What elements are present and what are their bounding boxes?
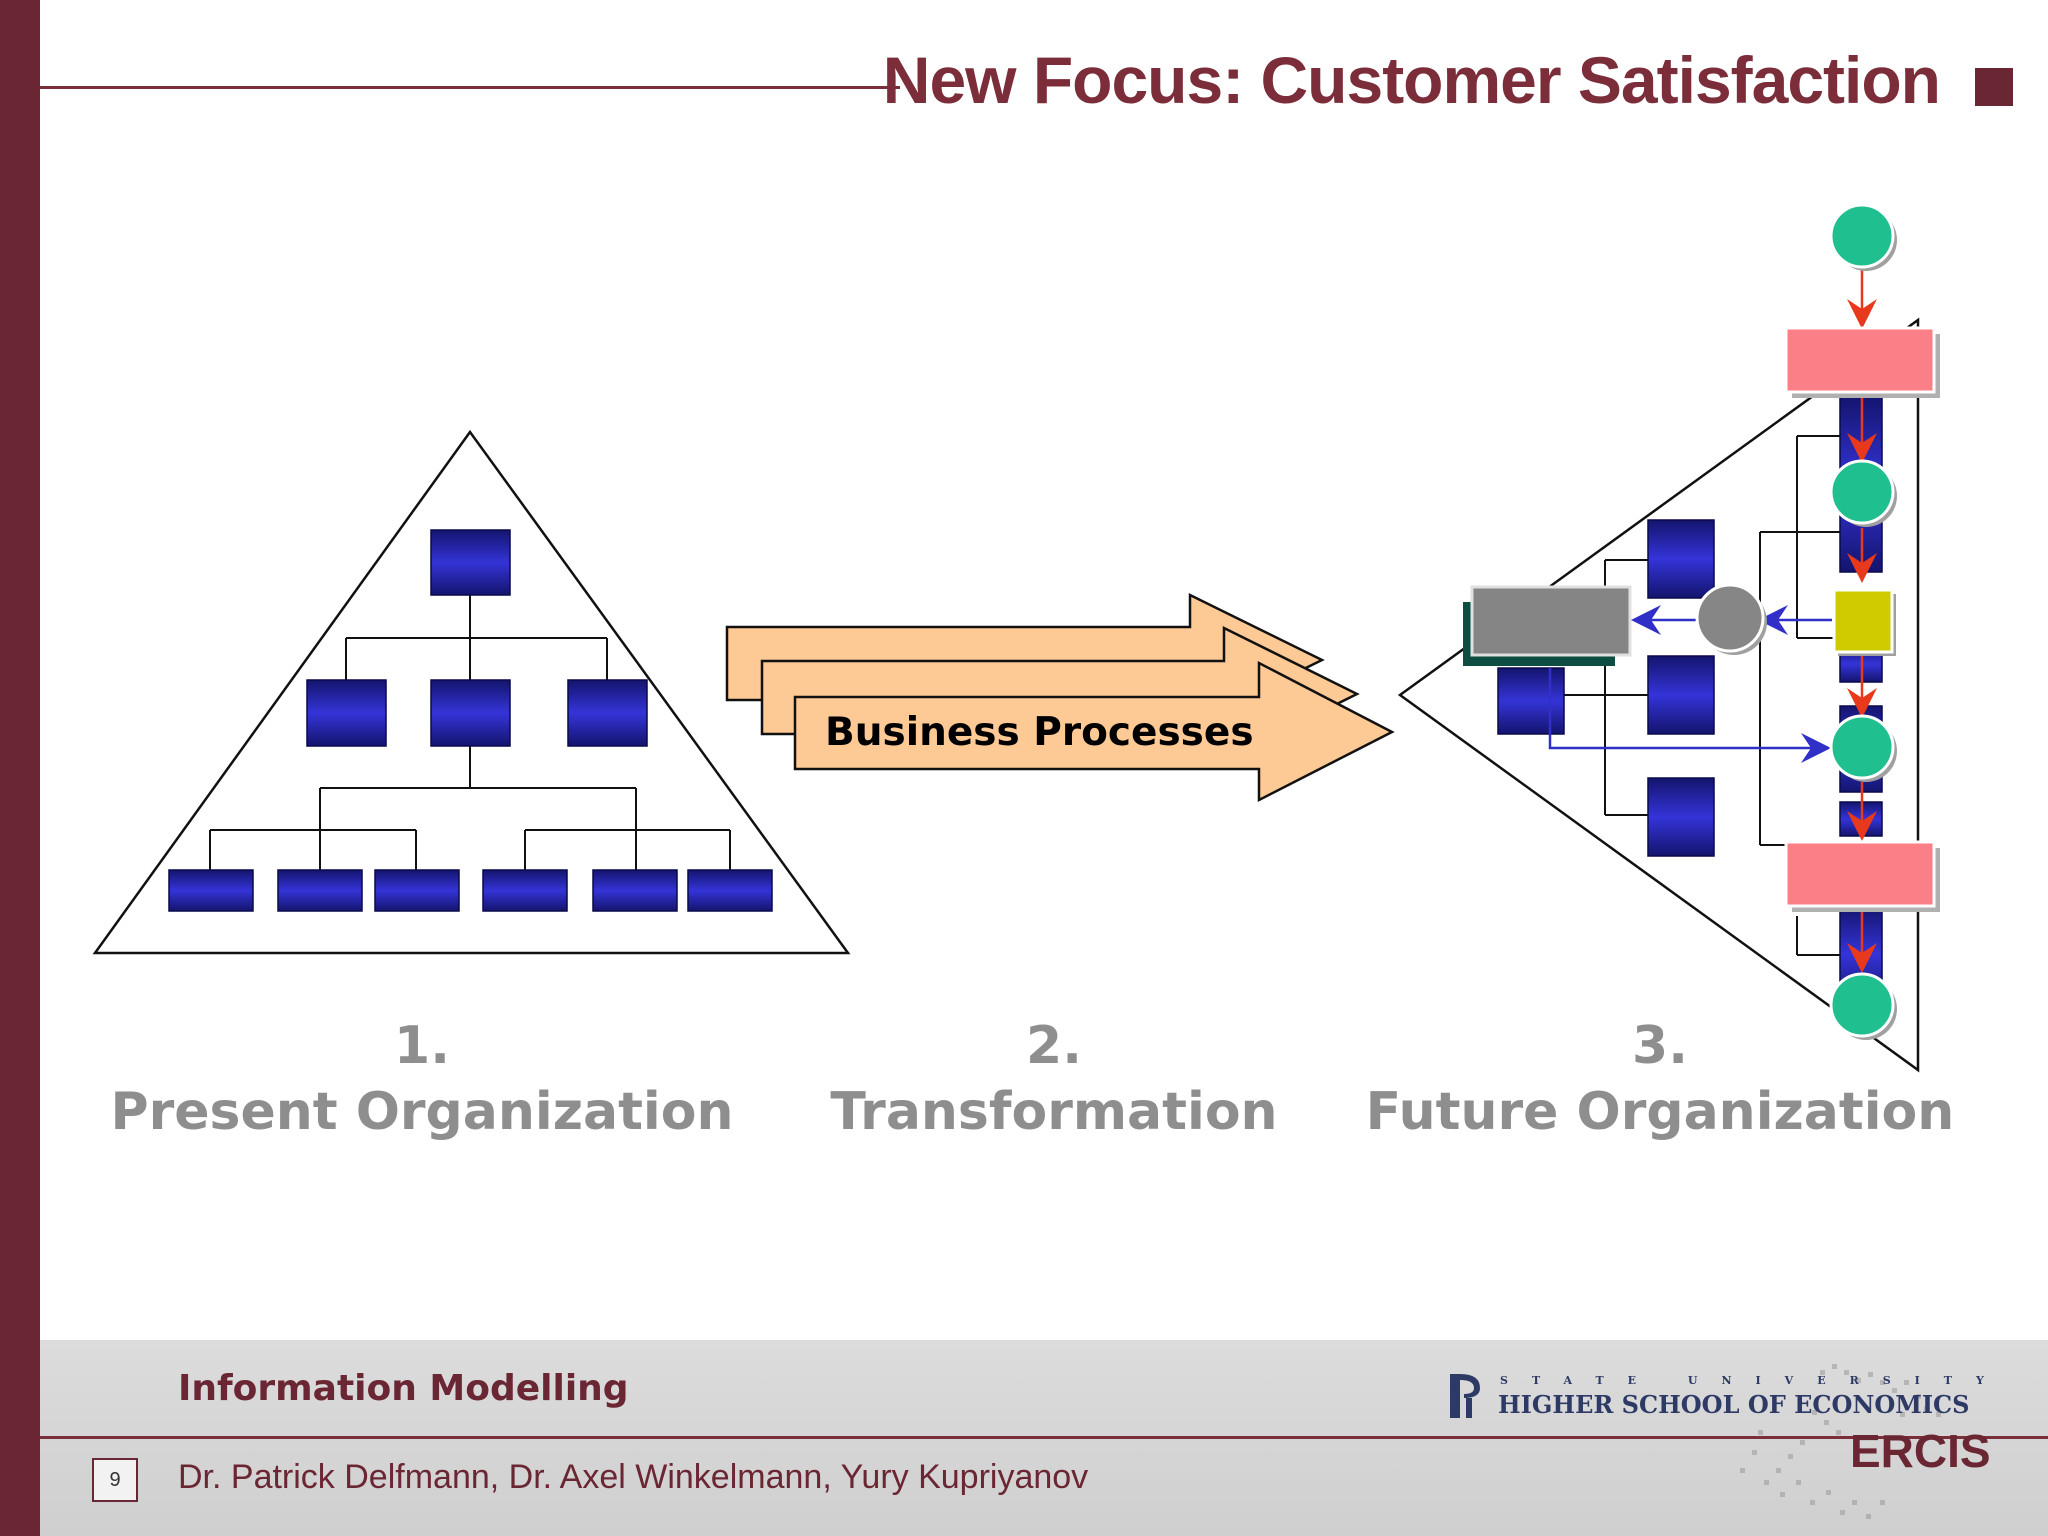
org-chart-boxes xyxy=(168,529,773,912)
process-connectors xyxy=(1695,583,1896,656)
future-org-box xyxy=(1647,655,1715,735)
europe-map-icon xyxy=(1450,1364,1941,1519)
org-box-level2 xyxy=(567,679,648,747)
future-org-box xyxy=(1497,667,1565,735)
org-box-level2 xyxy=(430,679,511,747)
stage-label-future: 3. Future Organization xyxy=(1350,1014,1970,1146)
org-box-level3 xyxy=(482,869,568,912)
org-box-level3 xyxy=(592,869,678,912)
event-circle xyxy=(1829,972,1895,1038)
org-box-level3 xyxy=(374,869,460,912)
yellow-connector-node xyxy=(1832,588,1894,654)
future-org-box xyxy=(1647,519,1715,599)
university-line: STATE UNIVERSITY xyxy=(1500,1374,2008,1387)
present-organization-pyramid xyxy=(92,429,851,955)
slide-title: New Focus: Customer Satisfaction xyxy=(882,43,1941,117)
stage-number: 1. xyxy=(394,1016,450,1076)
institute-name: ERCIS xyxy=(1850,1425,1991,1477)
event-circle xyxy=(1829,459,1895,525)
function-box xyxy=(1784,326,1936,394)
stage-label-transformation: 2. Transformation xyxy=(800,1014,1308,1146)
organization-diagram: Business Processes xyxy=(92,203,1940,1073)
process-arrow-front xyxy=(793,660,1395,803)
event-circle xyxy=(1829,714,1895,780)
process-functions xyxy=(1784,326,1940,912)
hse-logo-icon xyxy=(1450,1374,1480,1418)
stage-number: 3. xyxy=(1632,1016,1688,1076)
process-events xyxy=(1829,203,1897,1040)
function-box xyxy=(1784,840,1936,908)
org-box-level3 xyxy=(277,869,363,912)
gray-resource-box xyxy=(1463,585,1632,666)
title-rule xyxy=(40,86,900,89)
org-box-top xyxy=(430,529,511,596)
transformation-arrows: Business Processes xyxy=(725,592,1395,803)
slide-square-icon xyxy=(1975,68,2013,106)
stage-name: Transformation xyxy=(830,1082,1278,1142)
org-box-level3 xyxy=(687,869,773,912)
gray-connector-node xyxy=(1695,583,1765,653)
footer-rule xyxy=(40,1436,2048,1439)
future-org-box xyxy=(1647,777,1715,857)
stage-name: Present Organization xyxy=(110,1082,734,1142)
org-box-level3 xyxy=(168,869,254,912)
process-arrow-label: Business Processes xyxy=(825,710,1254,755)
school-name: HIGHER SCHOOL OF ECONOMICS xyxy=(1498,1390,1970,1419)
org-chart-lines xyxy=(209,595,731,870)
event-circle xyxy=(1829,203,1895,269)
stage-name: Future Organization xyxy=(1365,1082,1955,1142)
stage-label-present: 1. Present Organization xyxy=(100,1014,744,1146)
future-organization xyxy=(1397,203,1940,1073)
process-flow-arrows xyxy=(1548,270,1877,973)
left-brand-bar xyxy=(0,0,40,1536)
org-box-level2 xyxy=(306,679,387,747)
authors: Dr. Patrick Delfmann, Dr. Axel Winkelman… xyxy=(178,1458,1089,1496)
stage-number: 2. xyxy=(1026,1016,1082,1076)
course-title: Information Modelling xyxy=(178,1368,629,1409)
page-number: 9 xyxy=(92,1458,138,1502)
